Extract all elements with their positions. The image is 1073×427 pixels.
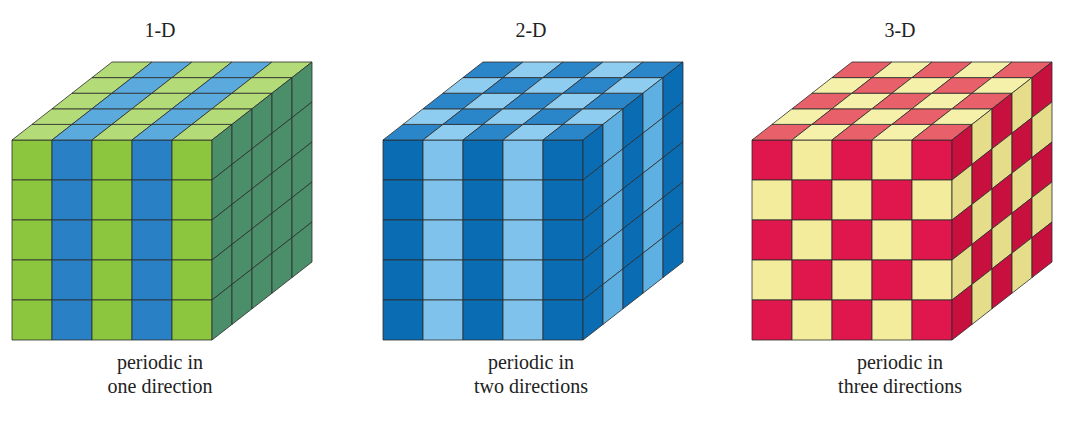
cube-front-face [92, 140, 132, 180]
cube-side-face [272, 238, 292, 294]
cube-side-face [663, 222, 683, 278]
cube-front-face [132, 300, 172, 340]
cube-front-face [752, 220, 792, 260]
cube-front-face [752, 300, 792, 340]
cube-front-face [92, 220, 132, 260]
cube-front-face [52, 180, 92, 220]
cube-front-face [12, 140, 52, 180]
cube-front-face [132, 180, 172, 220]
cube-front-face [12, 220, 52, 260]
cube-front-face [792, 260, 832, 300]
cube-front-face [752, 260, 792, 300]
cube-side-face [992, 253, 1012, 309]
cube-front-face [832, 300, 872, 340]
cube-front-face [172, 300, 212, 340]
cube-front-face [132, 260, 172, 300]
cube-front-face [383, 140, 423, 180]
cube-front-face [912, 300, 952, 340]
cube-front-face [543, 260, 583, 300]
cube-front-face [832, 140, 872, 180]
cube-front-face [132, 140, 172, 180]
cube-front-face [52, 220, 92, 260]
cube-front-face [463, 180, 503, 220]
cube-front-face [172, 260, 212, 300]
cube-side-face [952, 284, 972, 340]
cube-front-face [12, 260, 52, 300]
cube-front-face [463, 220, 503, 260]
cube-front-face [423, 260, 463, 300]
dimension-title: 3-D [884, 18, 915, 42]
cube-side-face [972, 269, 992, 325]
cube-front-face [172, 140, 212, 180]
cube-front-face [503, 220, 543, 260]
cube-front-face [12, 180, 52, 220]
cube-front-face [423, 220, 463, 260]
cube-front-face [912, 140, 952, 180]
cube-front-face [752, 180, 792, 220]
cube-side-face [232, 269, 252, 325]
cube-front-face [463, 260, 503, 300]
cube-front-face [912, 180, 952, 220]
cube-front-face [503, 300, 543, 340]
cube-front-face [503, 260, 543, 300]
cube-front-face [543, 180, 583, 220]
cube-front-face [383, 180, 423, 220]
cube-front-face [463, 300, 503, 340]
cube-side-face [643, 238, 663, 294]
cube-front-face [912, 260, 952, 300]
dimension-title: 1-D [144, 18, 175, 42]
cube-front-face [872, 180, 912, 220]
cube-front-face [172, 220, 212, 260]
cube-side-face [603, 269, 623, 325]
cube-front-face [872, 260, 912, 300]
cube-front-face [12, 300, 52, 340]
cube-front-face [872, 220, 912, 260]
cube-side-face [252, 253, 272, 309]
cube-front-face [792, 140, 832, 180]
cube-front-face [52, 300, 92, 340]
cube-front-face [52, 140, 92, 180]
cube-front-face [543, 300, 583, 340]
cube-front-face [752, 140, 792, 180]
cube-front-face [423, 140, 463, 180]
cube-front-face [872, 140, 912, 180]
cube-side-face [1032, 222, 1052, 278]
cube-side-face [212, 284, 232, 340]
cube-front-face [832, 260, 872, 300]
cube-side-face [1012, 238, 1032, 294]
cube-side-face [623, 253, 643, 309]
cube-front-face [503, 180, 543, 220]
cube-front-face [832, 180, 872, 220]
cube-front-face [543, 220, 583, 260]
cube-front-face [543, 140, 583, 180]
cube-front-face [92, 300, 132, 340]
cube-front-face [383, 220, 423, 260]
cube-front-face [423, 300, 463, 340]
cube-front-face [792, 220, 832, 260]
cube-side-face [583, 284, 603, 340]
cube-front-face [832, 220, 872, 260]
cube-front-face [172, 180, 212, 220]
cube-front-face [463, 140, 503, 180]
cube-front-face [792, 180, 832, 220]
cube-front-face [52, 260, 92, 300]
cube-front-face [423, 180, 463, 220]
cube-front-face [92, 180, 132, 220]
cube-front-face [912, 220, 952, 260]
caption-text: periodic in two directions [472, 350, 590, 398]
cube-front-face [792, 300, 832, 340]
dimension-title: 2-D [515, 18, 546, 42]
cube-side-face [292, 222, 312, 278]
cube-front-face [503, 140, 543, 180]
cube-front-face [132, 220, 172, 260]
cube-front-face [872, 300, 912, 340]
caption-text: periodic in one direction [105, 350, 215, 398]
cube-front-face [383, 300, 423, 340]
cube-front-face [92, 260, 132, 300]
cube-front-face [383, 260, 423, 300]
caption-text: periodic in three directions [836, 350, 964, 398]
